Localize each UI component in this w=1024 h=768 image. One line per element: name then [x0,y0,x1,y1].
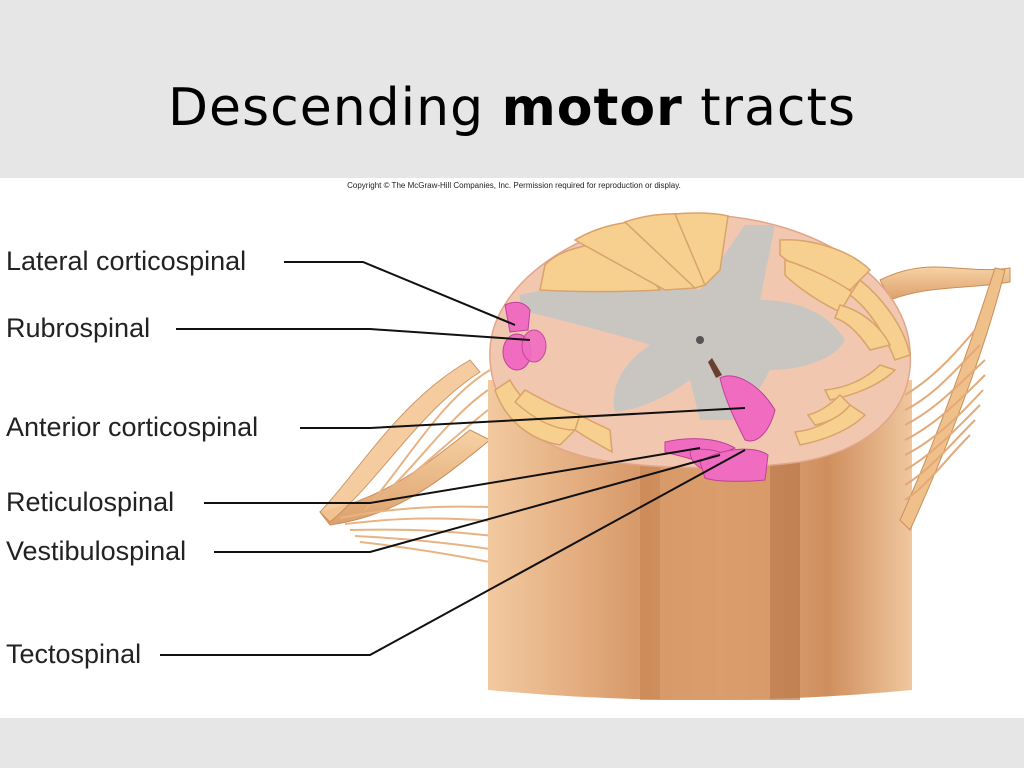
lateral-corticospinal-tract [504,301,531,333]
label-reticulospinal: Reticulospinal [6,487,175,517]
tectospinal-tract [699,448,769,482]
title-bold-word: motor [501,78,683,138]
rubrospinal-tract-b [521,329,547,363]
leader-tectospinal [160,449,746,656]
right-nerve-roots [879,266,1011,531]
title-suffix: tracts [682,78,856,138]
leader-lines [160,261,746,656]
leader-anterior-corticospinal [300,407,746,429]
label-lateral-corticospinal: Lateral corticospinal [6,246,247,276]
title-prefix: Descending [168,78,502,138]
motor-tract-regions [502,301,776,482]
label-rubrospinal: Rubrospinal [6,313,151,343]
copyright-notice: Copyright © The McGraw-Hill Companies, I… [347,181,681,190]
cross-section [489,212,912,482]
slide-title: Descending motor tracts [0,78,1024,138]
leader-rubrospinal [176,328,531,341]
leader-reticulospinal [204,447,701,504]
anterior-median-fissure [708,358,722,378]
gray-matter [520,225,845,420]
dorsal-fasciculi [539,212,911,361]
leader-lateral-corticospinal [284,261,516,326]
label-vestibulospinal: Vestibulospinal [6,536,187,566]
leader-vestibulospinal [214,454,721,553]
label-tectospinal: Tectospinal [6,639,142,669]
label-anterior-corticospinal: Anterior corticospinal [6,412,259,442]
ventral-fasciculi [494,364,897,454]
central-canal [696,336,704,344]
